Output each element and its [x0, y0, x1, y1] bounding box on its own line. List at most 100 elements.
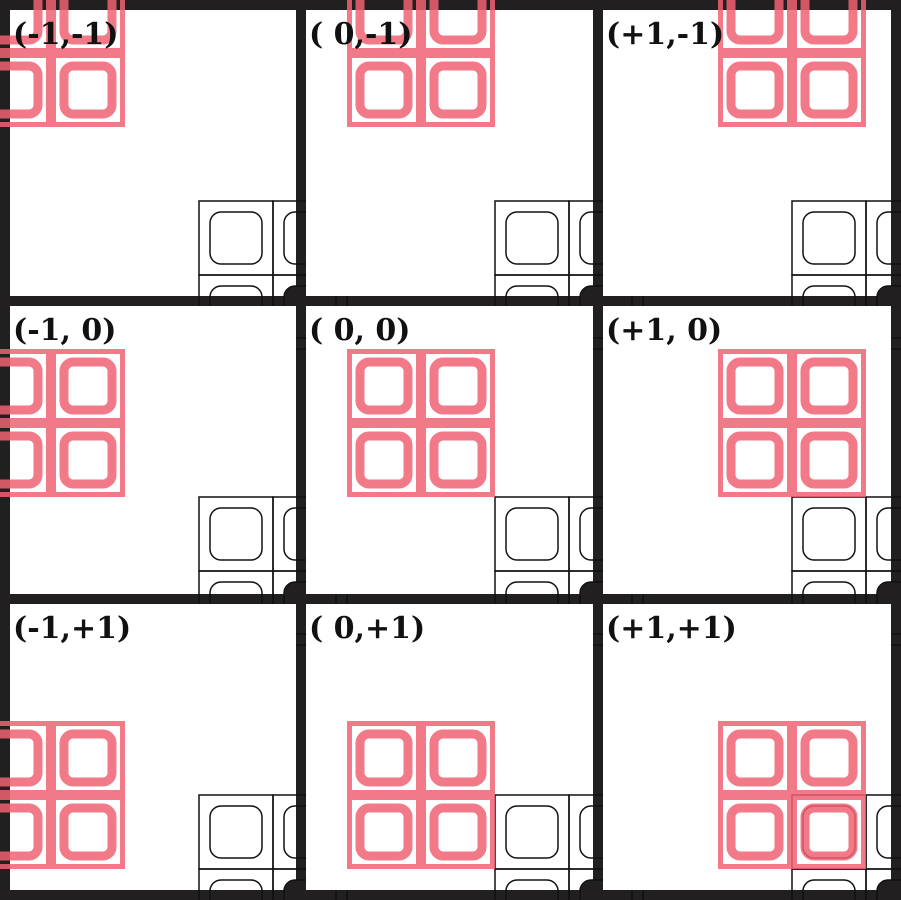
overlay-pixel: [355, 729, 413, 787]
empty-pixel: [505, 805, 559, 859]
overlay-cell: [347, 0, 421, 53]
overlay-cell: [347, 423, 421, 497]
overlay-pixel: [355, 61, 413, 119]
panel-label: ( 0, 0): [309, 313, 410, 348]
empty-pixel: [209, 879, 263, 900]
overlay-cell: [0, 423, 51, 497]
overlay-pixel: [0, 803, 43, 861]
panel: (-1, 0): [0, 306, 348, 646]
panel-label: (+1,-1): [606, 17, 724, 52]
overlay-pixel: [429, 357, 487, 415]
overlay-pixel: [0, 357, 43, 415]
overlay-pixel: [429, 0, 487, 45]
overlay-pixel: [59, 357, 117, 415]
overlay-pixel: [800, 61, 858, 119]
grid-cell: [865, 496, 901, 572]
overlay-cell: [421, 349, 495, 423]
overlay-cell: [718, 0, 792, 53]
overlay-cell: [718, 53, 792, 127]
empty-pixel: [209, 805, 263, 859]
panel-label: ( 0,+1): [309, 611, 425, 646]
panel-background: [10, 604, 296, 890]
empty-pixel: [505, 879, 559, 900]
overlay-cell: [421, 423, 495, 497]
panel-label: (-1, 0): [13, 313, 116, 348]
overlay-cell: [792, 0, 866, 53]
overlay-cell: [718, 423, 792, 497]
overlay-cell: [0, 0, 51, 53]
overlay-pixel: [726, 0, 784, 45]
overlay-pixel: [59, 0, 117, 45]
overlay-pixel: [0, 729, 43, 787]
overlay-cell: [792, 423, 866, 497]
overlay-cell: [421, 53, 495, 127]
overlay-pixel: [726, 61, 784, 119]
empty-pixel: [802, 507, 856, 561]
overlay-cell: [51, 721, 125, 795]
overlay-pixel: [429, 61, 487, 119]
overlay-pixel: [0, 431, 43, 489]
overlay-cell: [0, 721, 51, 795]
overlay-cell: [347, 795, 421, 869]
overlay-pixel: [355, 0, 413, 45]
empty-pixel: [209, 507, 263, 561]
overlay-pixel: [355, 803, 413, 861]
panel: ( 0,+1): [306, 604, 644, 900]
overlay-cell: [347, 349, 421, 423]
overlay-pixel: [355, 357, 413, 415]
empty-pixel: [505, 211, 559, 265]
grid-cell: [865, 200, 901, 276]
empty-pixel: [876, 805, 901, 859]
overlay-cell: [421, 721, 495, 795]
panel-background: [603, 604, 891, 890]
overlay-pixel: [0, 61, 43, 119]
overlay-pixel: [800, 431, 858, 489]
overlay-pixel: [800, 0, 858, 45]
panel-label: (-1,-1): [13, 17, 118, 52]
panel: (+1,+1): [603, 604, 901, 900]
overlay-cell: [0, 349, 51, 423]
panel-label: (+1, 0): [606, 313, 722, 348]
overlay-cell: [792, 795, 866, 869]
overlay-pixel: [429, 803, 487, 861]
panel-background: [306, 604, 593, 890]
panel-label: (-1,+1): [13, 611, 131, 646]
overlay-pixel: [59, 61, 117, 119]
overlay-pixel: [726, 729, 784, 787]
overlay-pixel: [0, 0, 43, 45]
panel-label: ( 0,-1): [309, 17, 412, 52]
overlay-cell: [718, 795, 792, 869]
overlay-cell: [792, 721, 866, 795]
panel-label: (+1,+1): [606, 611, 737, 646]
grid-cell: [198, 868, 274, 900]
empty-pixel: [802, 879, 856, 900]
overlay-cell: [421, 0, 495, 53]
overlay-pixel: [726, 803, 784, 861]
overlay-pixel: [59, 431, 117, 489]
overlay-pixel: [429, 431, 487, 489]
overlay-pixel: [59, 803, 117, 861]
overlay-pixel: [726, 357, 784, 415]
panel: ( 0,-1): [306, 0, 644, 350]
grid-cell: [494, 868, 570, 900]
overlay-cell: [347, 721, 421, 795]
empty-pixel: [876, 211, 901, 265]
empty-pixel: [505, 507, 559, 561]
overlay-cell: [0, 795, 51, 869]
overlay-cell: [0, 53, 51, 127]
overlay-pixel: [429, 729, 487, 787]
filled-pixel: [876, 879, 901, 900]
overlay-cell: [718, 721, 792, 795]
overlay-pixel: [726, 431, 784, 489]
overlay-cell: [347, 53, 421, 127]
overlay-cell: [51, 0, 125, 53]
overlay-cell: [51, 53, 125, 127]
empty-pixel: [876, 507, 901, 561]
overlay-cell: [792, 53, 866, 127]
overlay-cell: [792, 349, 866, 423]
overlay-pixel: [800, 729, 858, 787]
overlay-cell: [51, 795, 125, 869]
overlay-pixel: [800, 357, 858, 415]
overlay-cell: [718, 349, 792, 423]
